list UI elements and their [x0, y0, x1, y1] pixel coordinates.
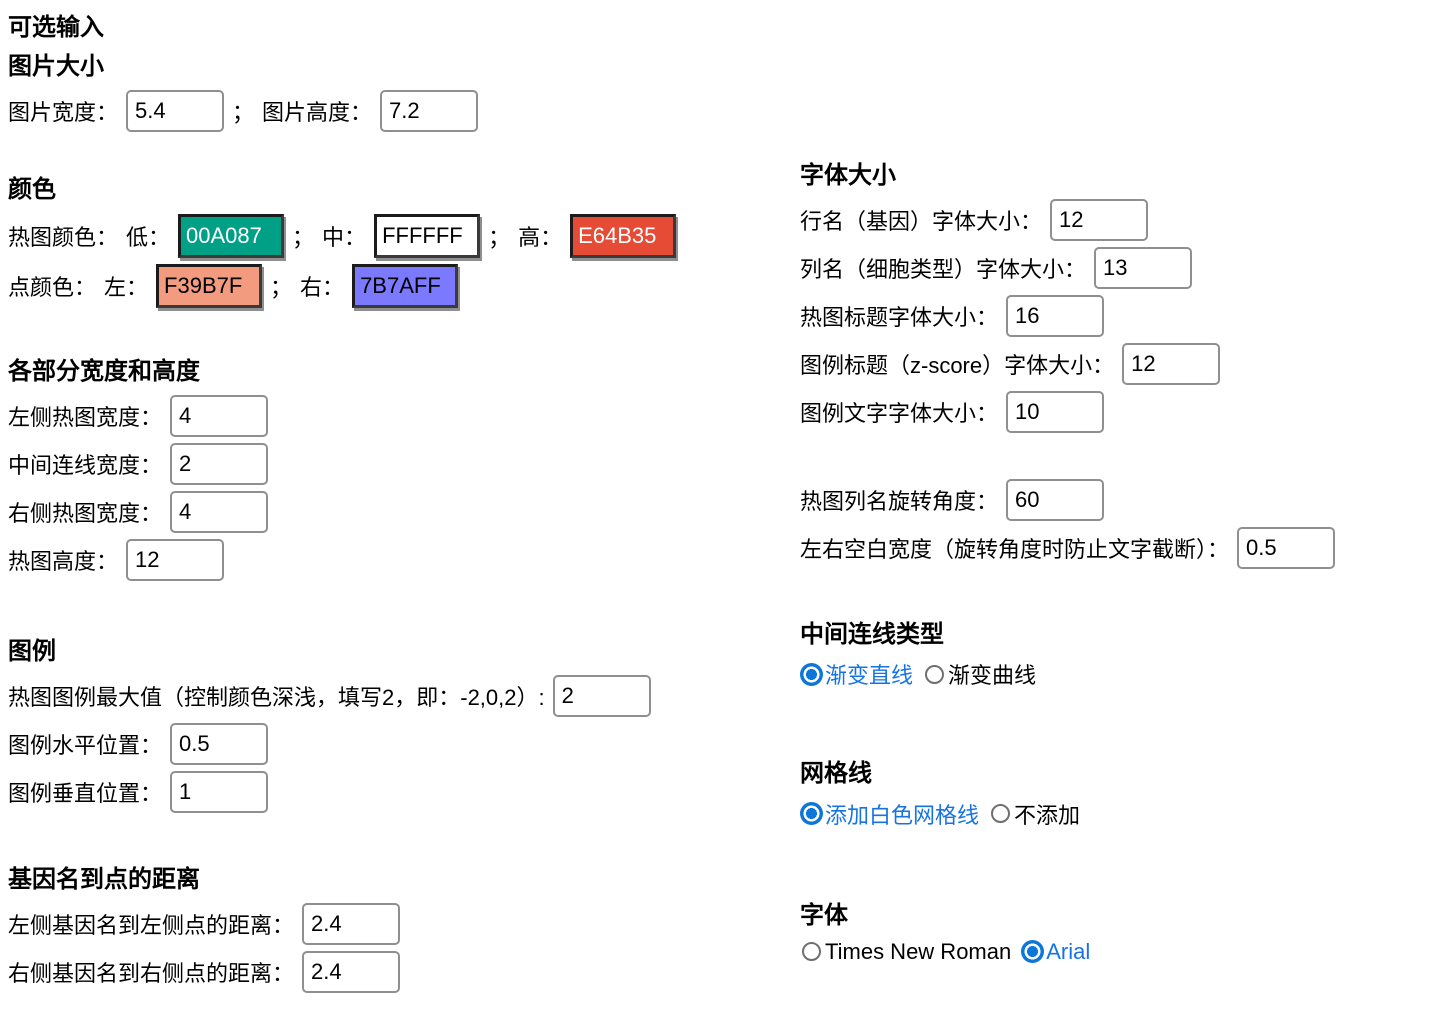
section-gridline: 网格线 添加白色网格线 不添加 [800, 758, 1445, 829]
left-heatmap-width-label: 左侧热图宽度： [8, 404, 163, 430]
heatmap-low-color-input[interactable] [178, 213, 285, 258]
radio-gridline-none-label: 不添加 [1014, 802, 1081, 828]
radio-line-straight-label: 渐变直线 [825, 663, 914, 689]
left-column: 可选输入 图片大小 图片宽度： ； 图片高度： 颜色 热图颜色： 低： ； 中： [8, 12, 753, 999]
line-type-heading: 中间连线类型 [800, 621, 944, 649]
section-line-type: 中间连线类型 渐变直线 渐变曲线 [800, 619, 1445, 690]
radio-selected-icon [800, 802, 823, 826]
middle-line-width-label: 中间连线宽度： [8, 452, 163, 478]
dot-left-color-label: 左： [104, 274, 149, 300]
image-width-label: 图片宽度： [8, 100, 119, 126]
dot-color-row-label: 点颜色： [8, 274, 97, 300]
colname-rotation-label: 热图列名旋转角度： [800, 489, 999, 515]
section-gene-distance: 基因名到点的距离 左侧基因名到左侧点的距离： 右侧基因名到右侧点的距离： [8, 864, 753, 994]
section-legend: 图例 热图图例最大值（控制颜色深浅，填写2，即：-2,0,2）: 图例水平位置：… [8, 636, 753, 813]
left-heatmap-width-input[interactable] [170, 394, 269, 437]
margin-width-input[interactable] [1237, 527, 1336, 570]
separator: ； [488, 224, 511, 250]
image-height-label: 图片高度： [262, 100, 373, 126]
section-font-size: 字体大小 行名（基因）字体大小： 列名（细胞类型）字体大小： 热图标题字体大小：… [800, 160, 1445, 434]
radio-gridline-white[interactable]: 添加白色网格线 [800, 798, 979, 830]
margin-width-label: 左右空白宽度（旋转角度时防止文字截断）： [800, 537, 1230, 563]
separator: ； [270, 274, 293, 300]
legend-title-font-size-label: 图例标题（z-score）字体大小： [800, 353, 1115, 379]
legend-heading: 图例 [8, 637, 56, 665]
legend-y-input[interactable] [170, 770, 269, 813]
legend-text-font-size-input[interactable] [1006, 391, 1105, 434]
colname-font-size-label: 列名（细胞类型）字体大小： [800, 257, 1087, 283]
right-heatmap-width-input[interactable] [170, 490, 269, 533]
heatmap-high-color-input[interactable] [570, 213, 677, 258]
title-font-size-input[interactable] [1006, 295, 1105, 338]
image-height-input[interactable] [380, 90, 479, 133]
heatmap-height-input[interactable] [126, 538, 225, 581]
colname-font-size-input[interactable] [1094, 247, 1193, 290]
dot-left-color-input[interactable] [156, 263, 263, 308]
radio-line-straight[interactable]: 渐变直线 [800, 658, 913, 690]
middle-line-width-input[interactable] [170, 442, 269, 485]
section-rotation: 热图列名旋转角度： 左右空白宽度（旋转角度时防止文字截断）： [800, 479, 1445, 570]
section-colors: 颜色 热图颜色： 低： ； 中： ； 高： 点颜色： 左： ； 右： [8, 174, 753, 308]
page-title: 可选输入 [8, 14, 104, 41]
radio-unselected-icon [991, 804, 1011, 824]
right-gene-distance-label: 右侧基因名到右侧点的距离： [8, 961, 295, 987]
colors-heading: 颜色 [8, 176, 56, 204]
radio-line-curve-label: 渐变曲线 [948, 663, 1037, 689]
dimensions-heading: 各部分宽度和高度 [8, 357, 200, 385]
image-width-input[interactable] [126, 90, 225, 133]
gridline-heading: 网格线 [800, 760, 872, 788]
radio-selected-icon [1021, 940, 1045, 964]
left-gene-distance-label: 左侧基因名到左侧点的距离： [8, 913, 295, 939]
radio-gridline-white-label: 添加白色网格线 [825, 802, 980, 828]
radio-selected-icon [800, 662, 823, 686]
radio-unselected-icon [802, 942, 821, 962]
dot-right-color-label: 右： [300, 274, 345, 300]
radio-line-curve[interactable]: 渐变曲线 [923, 658, 1036, 690]
right-column: 字体大小 行名（基因）字体大小： 列名（细胞类型）字体大小： 热图标题字体大小：… [800, 160, 1445, 965]
gene-distance-heading: 基因名到点的距离 [8, 865, 200, 893]
rowname-font-size-input[interactable] [1050, 199, 1149, 242]
radio-font-arial[interactable]: Arial [1021, 939, 1090, 965]
section-dimensions: 各部分宽度和高度 左侧热图宽度： 中间连线宽度： 右侧热图宽度： 热图高度： [8, 356, 753, 581]
section-font-family: 字体 Times New Roman Arial [800, 900, 1445, 965]
colname-rotation-input[interactable] [1006, 479, 1105, 522]
image-size-heading: 图片大小 [8, 53, 104, 81]
dot-right-color-input[interactable] [352, 263, 459, 308]
rowname-font-size-label: 行名（基因）字体大小： [800, 209, 1043, 235]
mid-color-label: 中： [322, 224, 367, 250]
legend-max-input[interactable] [552, 674, 651, 717]
left-gene-distance-input[interactable] [302, 903, 401, 946]
font-family-heading: 字体 [800, 901, 848, 929]
font-size-heading: 字体大小 [800, 162, 896, 189]
high-color-label: 高： [518, 224, 563, 250]
legend-y-label: 图例垂直位置： [8, 780, 163, 806]
legend-x-label: 图例水平位置： [8, 732, 163, 758]
section-image-size: 图片大小 图片宽度： ； 图片高度： [8, 51, 753, 133]
legend-text-font-size-label: 图例文字字体大小： [800, 401, 999, 427]
radio-gridline-none[interactable]: 不添加 [989, 798, 1080, 830]
radio-font-arial-label: Arial [1046, 938, 1091, 964]
right-gene-distance-input[interactable] [302, 951, 401, 994]
legend-max-label: 热图图例最大值（控制颜色深浅，填写2，即：-2,0,2）: [8, 684, 545, 710]
legend-title-font-size-input[interactable] [1122, 343, 1221, 386]
heatmap-color-row-label: 热图颜色： [8, 224, 119, 250]
radio-font-times-label: Times New Roman [825, 938, 1012, 964]
separator: ； [292, 224, 315, 250]
right-heatmap-width-label: 右侧热图宽度： [8, 500, 163, 526]
low-color-label: 低： [126, 224, 171, 250]
legend-x-input[interactable] [170, 722, 269, 765]
radio-font-times[interactable]: Times New Roman [800, 939, 1011, 965]
heatmap-height-label: 热图高度： [8, 548, 119, 574]
heatmap-mid-color-input[interactable] [374, 213, 481, 258]
radio-unselected-icon [925, 664, 945, 684]
separator: ； [232, 100, 255, 126]
title-font-size-label: 热图标题字体大小： [800, 305, 999, 331]
